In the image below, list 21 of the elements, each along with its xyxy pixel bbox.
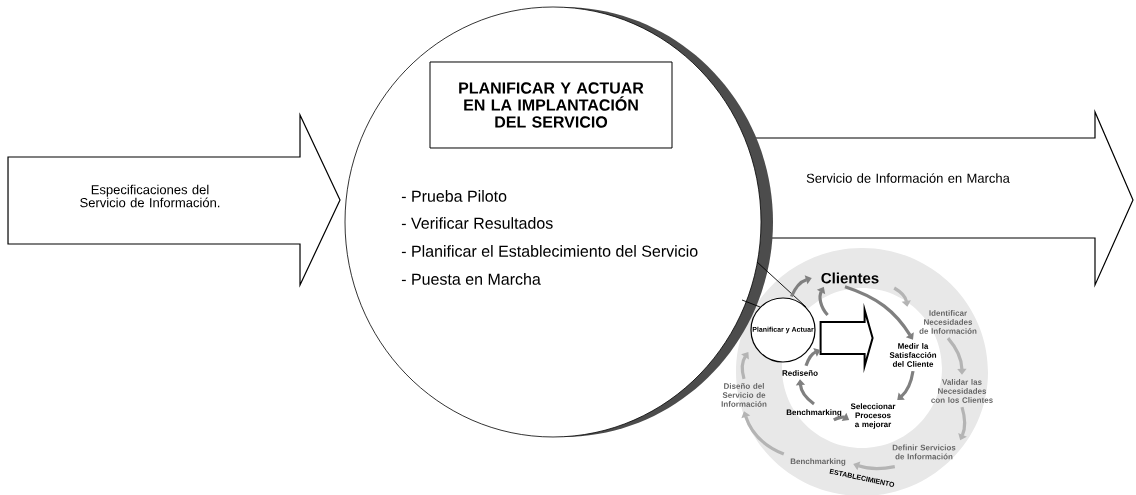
magnifier-line [756, 261, 807, 308]
curved-arrow [893, 286, 911, 307]
step-text: Identificar Necesidades de Información [919, 310, 977, 334]
step-text: Seleccionar Procesos a mejorar [850, 403, 896, 429]
heading-box: PLANIFICAR Y ACTUAR EN LA IMPLANTACIÓN DEL SERVICIO [429, 61, 673, 149]
curved-arrow [740, 352, 749, 380]
step-text: Rediseño [782, 370, 818, 376]
step-text: Benchmarking [790, 458, 846, 466]
curved-arrow [853, 461, 896, 471]
step-text: Definir Servicios de Información [892, 444, 956, 460]
step-text: Diseño del Servicio de Información [721, 383, 767, 407]
step-text: Medir la Satisfacción del Cliente [889, 343, 937, 367]
step-text: Benchmarking [786, 409, 842, 417]
step-text: Validar las Necesidades con los Clientes [931, 379, 993, 403]
step-text: Clientes [821, 272, 879, 284]
curved-arrow [790, 275, 812, 298]
curved-arrow [804, 347, 821, 367]
curved-arrow [844, 285, 914, 340]
curved-arrow [946, 337, 967, 375]
curved-arrow [795, 379, 815, 406]
curved-arrow [741, 411, 785, 456]
